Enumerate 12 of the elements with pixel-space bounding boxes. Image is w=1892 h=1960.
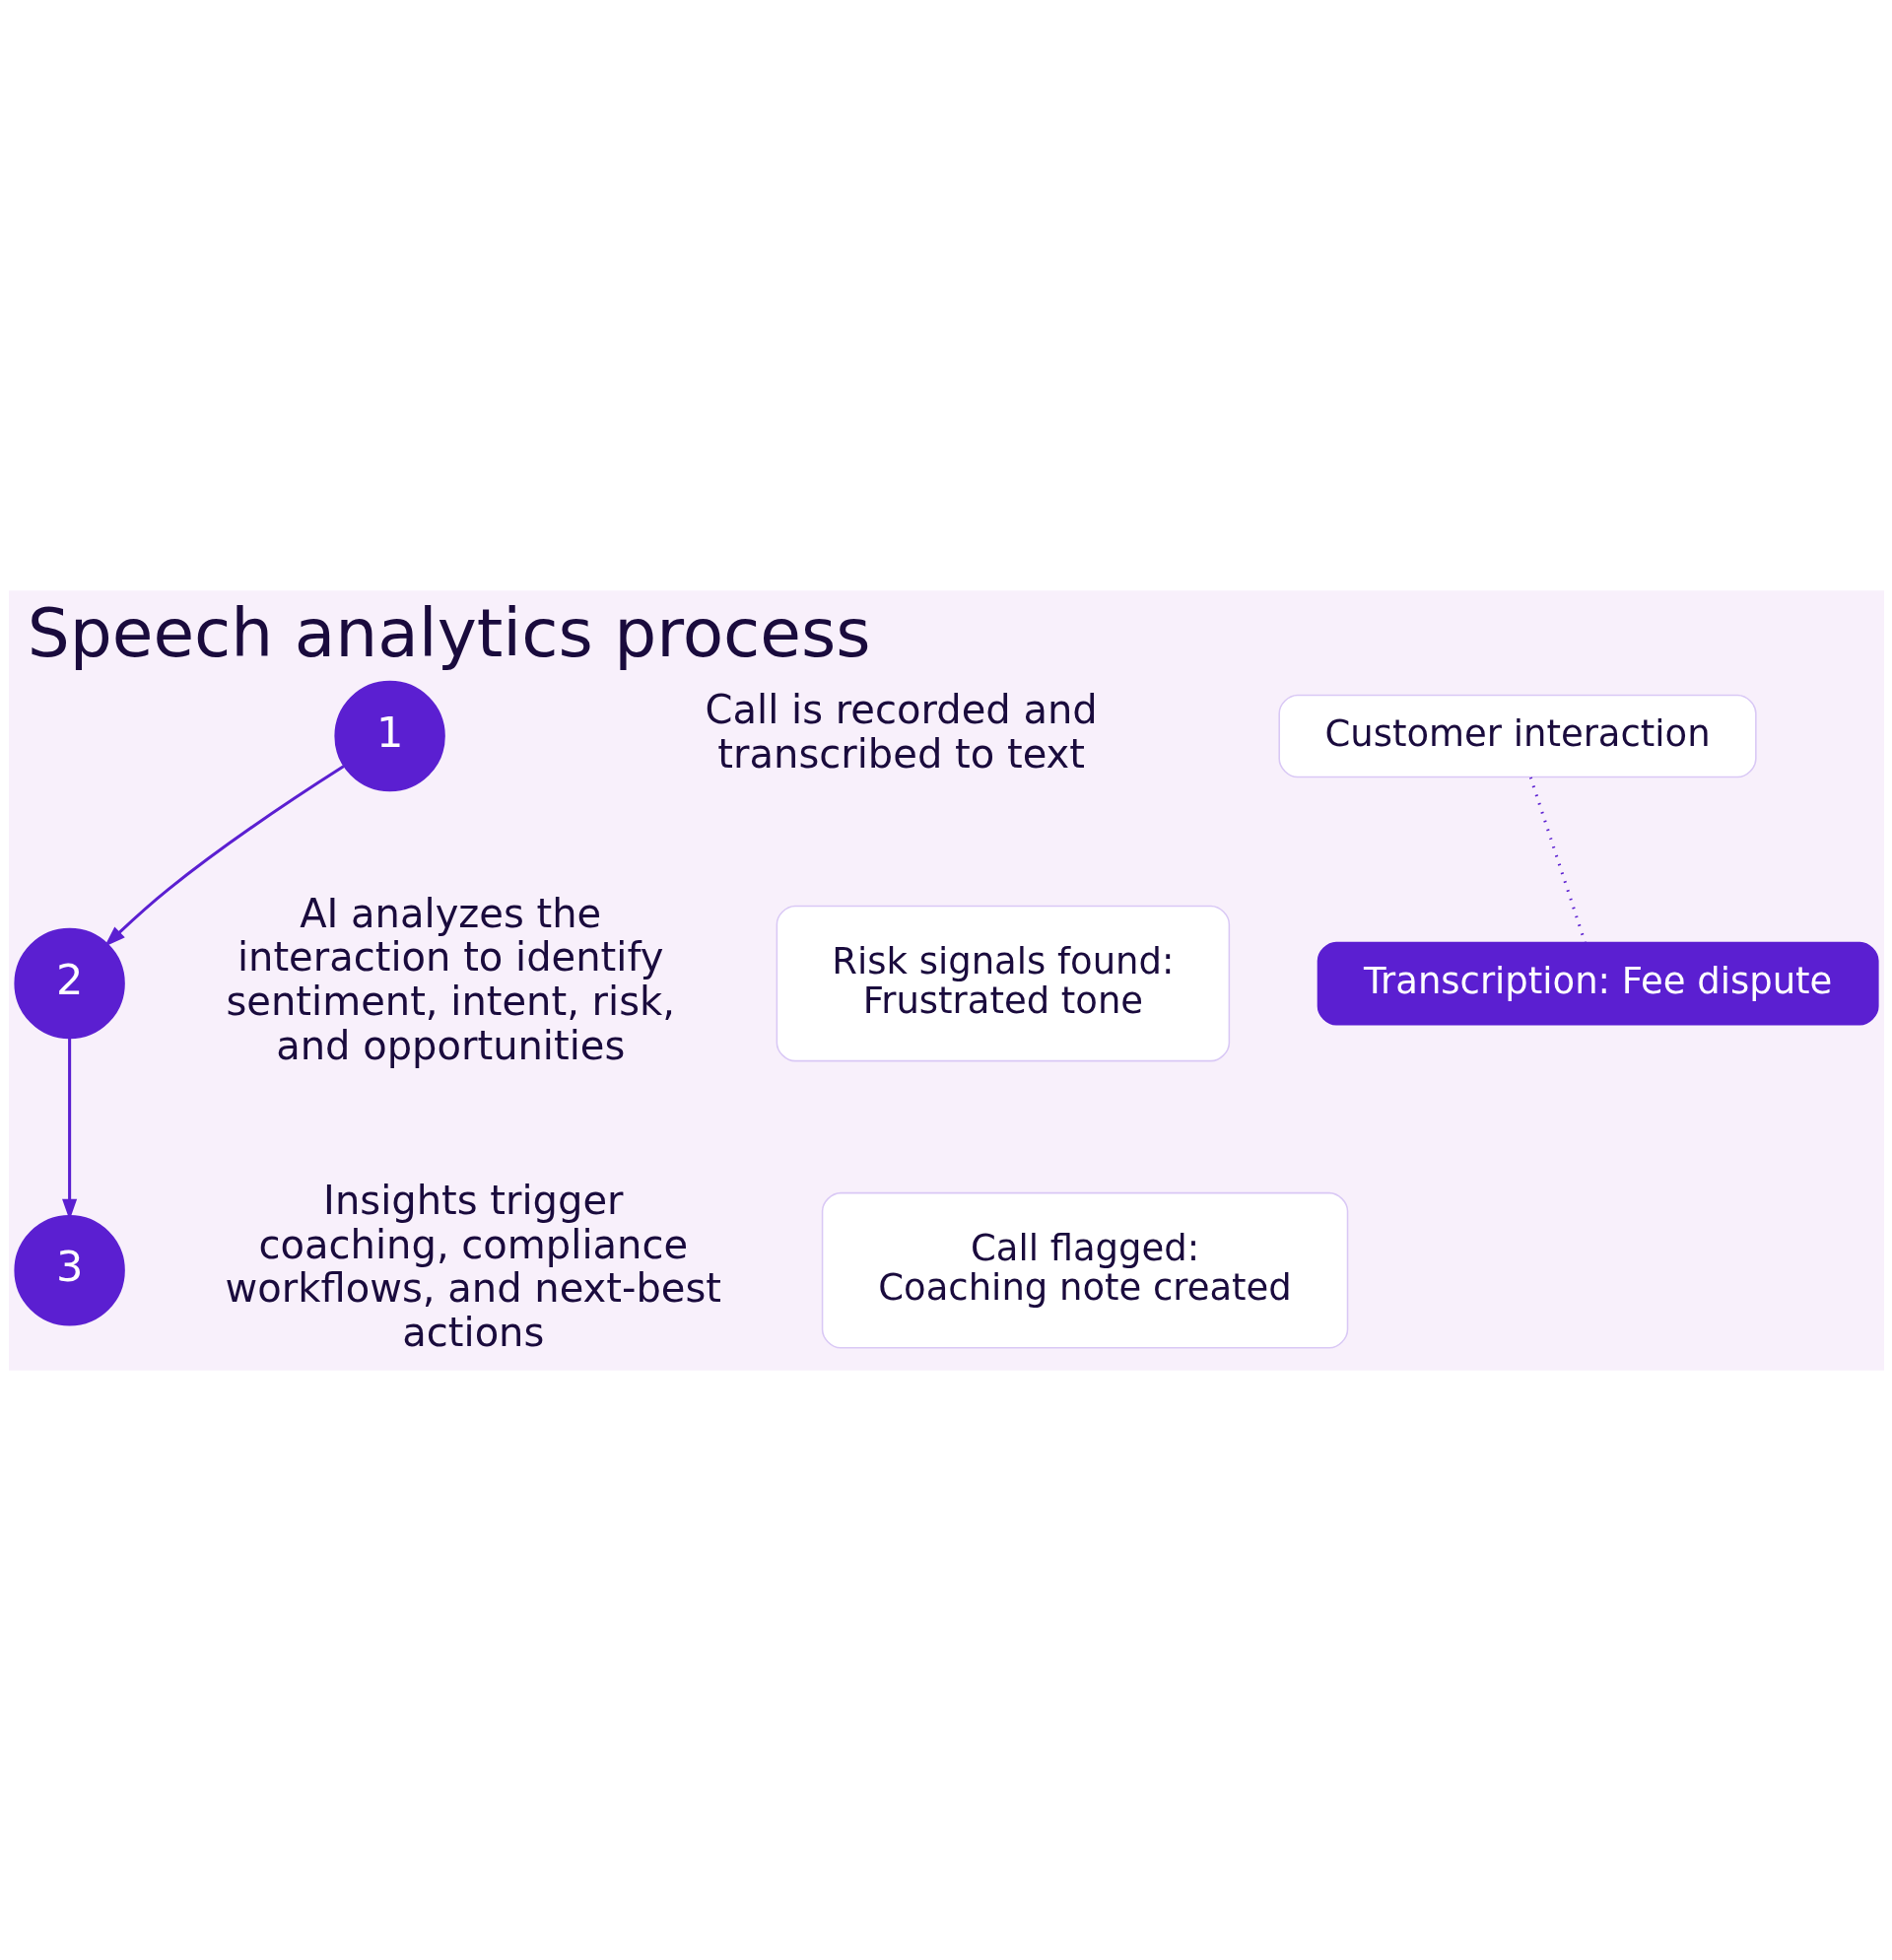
node-text: Call is recorded and transcribed to text xyxy=(705,686,1098,777)
node-circle: 3 xyxy=(13,1214,125,1325)
node-text: AI analyzes the interaction to identify sentiment, intent, risk, and opportunities xyxy=(225,890,675,1068)
node-box: Call flagged: Coaching note created xyxy=(821,1191,1348,1348)
connector xyxy=(1528,776,1587,943)
node-text: Insights trigger coaching, compliance workflows, and next-best actions xyxy=(225,1177,721,1355)
node-box: Risk signals found: Frustrated tone xyxy=(776,905,1230,1061)
arrow xyxy=(103,764,345,947)
node-circle: 1 xyxy=(333,680,445,791)
diagram-title: Speech analytics process xyxy=(27,593,871,672)
node-box: Customer interaction xyxy=(1277,694,1757,777)
node-box: Transcription: Fee dispute xyxy=(1317,941,1879,1025)
